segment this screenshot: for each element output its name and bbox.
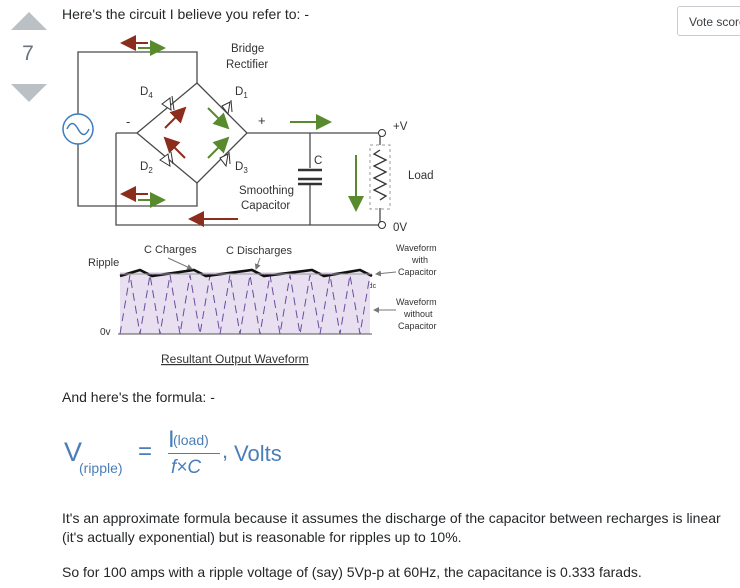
smoothing-label-2: Capacitor — [241, 200, 290, 212]
formula-numerator-sub: (load) — [173, 432, 209, 448]
vote-up-icon[interactable] — [11, 12, 47, 30]
d4-label: D4 — [140, 86, 153, 100]
wave-with-label-1: Waveform — [396, 243, 437, 253]
smoothing-label-1: Smoothing — [239, 185, 294, 197]
load-label: Load — [408, 170, 434, 182]
formula-equals: = — [138, 438, 153, 465]
formula-v: V — [64, 437, 83, 467]
minus-label: - — [126, 114, 130, 129]
wave-with-label-2: with — [411, 255, 428, 265]
intro-text: Here's the circuit I believe you refer t… — [62, 6, 309, 22]
vote-column: 7 — [0, 0, 56, 120]
wave-without-label-1: Waveform — [396, 297, 437, 307]
c-charges-label: C Charges — [144, 244, 197, 256]
diode-icons — [159, 95, 233, 168]
wires — [77, 51, 382, 226]
d2-label: D2 — [140, 161, 153, 175]
wave-without-label-3: Capacitor — [398, 321, 437, 331]
approx-text: It's an approximate formula because it a… — [62, 510, 721, 545]
c-discharges-label: C Discharges — [226, 245, 293, 257]
ripple-formula: V (ripple) = I (load) f×C , Volts — [58, 422, 298, 492]
plus-v-label: +V — [393, 121, 408, 133]
formula-intro-text: And here's the formula: - — [62, 389, 215, 405]
ripple-label: Ripple — [88, 257, 119, 269]
wave-without-label-2: without — [403, 309, 433, 319]
formula-v-sub: (ripple) — [79, 460, 123, 476]
vote-count: 7 — [22, 42, 34, 65]
d3-label: D3 — [235, 161, 248, 175]
plus-label: + — [258, 113, 266, 128]
formula-numerator-i: I — [168, 426, 175, 453]
vote-down-icon[interactable] — [11, 84, 47, 102]
formula-fraction-bar — [168, 453, 220, 454]
vote-score-button[interactable]: Vote score — [677, 6, 740, 36]
circuit-diagram: Bridge Rectifier D4 D1 D2 D3 - + +V C Lo… — [62, 35, 437, 366]
bridge-label-1: Bridge — [231, 43, 264, 55]
bridge-label-2: Rectifier — [226, 59, 268, 71]
zero-v-axis-label: 0v — [100, 327, 111, 338]
formula-denominator: f×C — [171, 457, 202, 478]
cap-c-label: C — [314, 155, 322, 167]
d1-label: D1 — [235, 86, 248, 100]
formula-volts: Volts — [234, 441, 282, 466]
wave-with-label-3: Capacitor — [398, 267, 437, 277]
bridge-rectifier — [135, 82, 248, 184]
output-waveform — [118, 257, 397, 335]
resistor-icon — [372, 149, 388, 201]
waveform-caption: Resultant Output Waveform — [161, 352, 309, 366]
diagram-labels: Bridge Rectifier D4 D1 D2 D3 - + +V C Lo… — [88, 43, 437, 338]
example-text: So for 100 amps with a ripple voltage of… — [62, 564, 642, 580]
zero-v-label: 0V — [393, 222, 407, 234]
formula-comma: , — [222, 438, 229, 463]
